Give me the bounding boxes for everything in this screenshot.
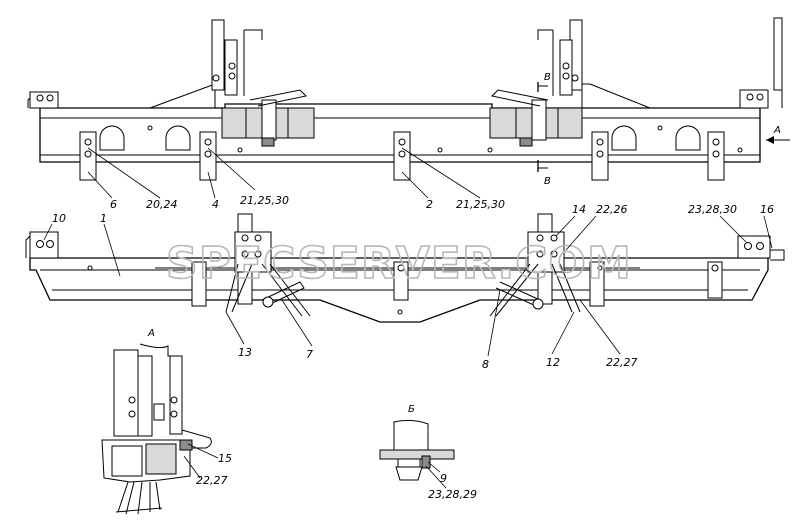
front-view: SPECSERVER.COM 10 1 14 22,26 23,28,30 16… (25, 203, 785, 371)
top-view: В В А 6 20,24 4 21,25,30 2 21,25,30 (27, 17, 790, 211)
top-left-end-bracket (29, 91, 59, 109)
detail-a-label: А (147, 328, 155, 339)
watermark: SPECSERVER.COM (166, 238, 632, 289)
top-right-end-bracket (739, 89, 769, 109)
front-callouts: 10 1 14 22,26 23,28,30 16 13 7 8 12 22,2… (43, 203, 774, 371)
callout-20-24: 20,24 (146, 198, 178, 211)
front-beam (29, 257, 769, 323)
front-left-tower (191, 213, 311, 317)
detail-b: Б 9 23,28,29 (379, 404, 477, 501)
top-callouts: 6 20,24 4 21,25,30 2 21,25,30 (87, 147, 505, 211)
callout-21-25-30-left: 21,25,30 (240, 194, 289, 207)
view-arrow-a: А (766, 125, 790, 144)
callout-4: 4 (212, 198, 219, 211)
callout-13: 13 (238, 346, 252, 359)
callout-9: 9 (440, 472, 447, 485)
callout-6: 6 (110, 198, 117, 211)
callout-2: 2 (426, 198, 433, 211)
callout-23-28-29: 23,28,29 (428, 488, 477, 501)
top-right-pivot-assembly (489, 89, 583, 147)
top-right-vertical-bracket (537, 19, 583, 96)
detail-b-label: Б (408, 404, 415, 415)
callout-1: 1 (100, 212, 107, 225)
top-left-pivot-assembly (221, 89, 315, 147)
svg-text:А: А (773, 125, 781, 136)
callout-12: 12 (546, 356, 560, 369)
callout-22-27-detail: 22,27 (196, 474, 228, 487)
section-label-b-top: В (544, 72, 551, 83)
callout-21-25-30-right: 21,25,30 (456, 198, 505, 211)
callout-15: 15 (218, 452, 232, 465)
front-right-tower (489, 213, 605, 317)
callout-22-27-right: 22,27 (606, 356, 638, 369)
top-plates (79, 131, 725, 181)
section-label-b-bottom: В (544, 176, 551, 187)
callout-14: 14 (572, 203, 586, 216)
callout-16: 16 (760, 203, 774, 216)
top-left-vertical-bracket (211, 19, 263, 96)
callout-10: 10 (52, 212, 66, 225)
callout-23-28-30: 23,28,30 (688, 203, 737, 216)
callout-7: 7 (306, 348, 313, 361)
callout-22-26: 22,26 (596, 203, 628, 216)
top-cutouts (99, 125, 743, 153)
detail-a: А 15 22,27 (101, 328, 232, 515)
callout-8: 8 (482, 358, 489, 371)
